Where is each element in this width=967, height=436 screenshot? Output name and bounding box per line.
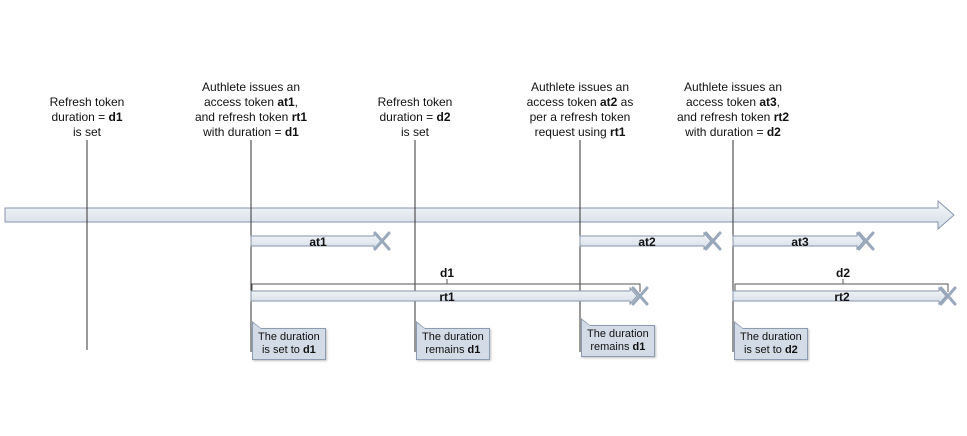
at3-label: at3 xyxy=(791,235,809,249)
event-2-line-4: with duration = d1 xyxy=(203,125,299,139)
rt2-expire-icon xyxy=(939,286,957,306)
at2-expire-icon xyxy=(704,231,722,251)
at3-expire-icon xyxy=(857,231,875,251)
event-2-text: Authlete issues an access token at1, and… xyxy=(195,80,307,140)
event-3-text: Refresh token duration = d2 is set xyxy=(378,95,453,140)
event-3-line-2: duration = d2 xyxy=(379,110,451,124)
callout-2-line-2: remains d1 xyxy=(425,344,481,356)
callout-3-line-1: The duration xyxy=(587,328,649,340)
event-4-line-1: Authlete issues an xyxy=(530,80,630,94)
callout-2-line-1: The duration xyxy=(422,331,484,343)
callout-1: The duration is set to d1 xyxy=(252,321,326,360)
event-4-line-2: access token at2 as xyxy=(526,95,634,109)
event-5-line-4: with duration = d2 xyxy=(685,125,781,139)
event-2-line-1: Authlete issues an xyxy=(201,80,301,94)
event-4-text: Authlete issues an access token at2 as p… xyxy=(527,80,634,140)
rt2-bar xyxy=(732,286,947,306)
event-5-line-2: access token at3, xyxy=(685,95,781,109)
event-3-line-3: is set xyxy=(400,125,429,139)
rt1-label: rt1 xyxy=(439,290,455,304)
d1-bracket xyxy=(251,279,641,292)
event-5-line-3: and refresh token rt2 xyxy=(676,110,790,124)
event-2-line-2: access token at1, xyxy=(203,95,299,109)
rt1-bar xyxy=(250,286,638,306)
event-4-line-3: per a refresh token xyxy=(529,110,631,124)
event-2-line-3: and refresh token rt1 xyxy=(194,110,308,124)
main-timeline-arrow xyxy=(4,199,955,231)
event-1-line-1: Refresh token xyxy=(49,95,125,109)
event-1-line-2: duration = d1 xyxy=(51,110,123,124)
callout-4-line-2: is set to d2 xyxy=(743,344,798,356)
d1-label: d1 xyxy=(439,266,455,280)
callout-3: The duration remains d1 xyxy=(581,318,655,357)
at3-bar xyxy=(732,231,865,251)
event-5-text: Authlete issues an access token at3, and… xyxy=(677,80,789,140)
callout-4-line-1: The duration xyxy=(740,331,802,343)
callout-1-line-2: is set to d1 xyxy=(261,344,316,356)
at2-label: at2 xyxy=(638,235,656,249)
at2-bar xyxy=(579,231,712,251)
rt1-expire-icon xyxy=(631,286,649,306)
rt2-label: rt2 xyxy=(834,290,850,304)
at1-expire-icon xyxy=(373,231,391,251)
event-1-text: Refresh token duration = d1 is set xyxy=(50,95,125,140)
callout-1-line-1: The duration xyxy=(258,331,320,343)
event-5-line-1: Authlete issues an xyxy=(683,80,783,94)
callout-3-line-2: remains d1 xyxy=(590,341,646,353)
d2-bracket xyxy=(734,279,949,292)
at1-label: at1 xyxy=(309,235,327,249)
event-1-line-3: is set xyxy=(72,125,101,139)
d2-label: d2 xyxy=(835,266,851,280)
callout-2: The duration remains d1 xyxy=(416,321,490,360)
event-3-line-1: Refresh token xyxy=(377,95,453,109)
callout-4: The duration is set to d2 xyxy=(734,321,808,360)
event-4-line-4: request using rt1 xyxy=(534,125,626,139)
